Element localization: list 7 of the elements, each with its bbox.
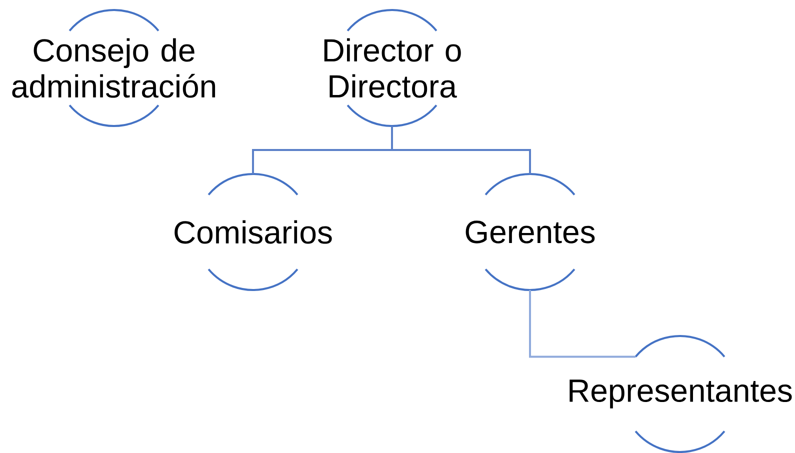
connector-line	[529, 290, 636, 358]
connector-line	[391, 126, 531, 174]
arc-circle-node: Director o Directora	[324, 9, 461, 127]
arc-circle-node: Comisarios	[174, 173, 332, 291]
arc-circle-node: Consejo de administración	[12, 9, 216, 127]
arc-circle-node: Gerentes	[466, 173, 595, 291]
arc-circle-node: Representantes	[570, 335, 792, 453]
